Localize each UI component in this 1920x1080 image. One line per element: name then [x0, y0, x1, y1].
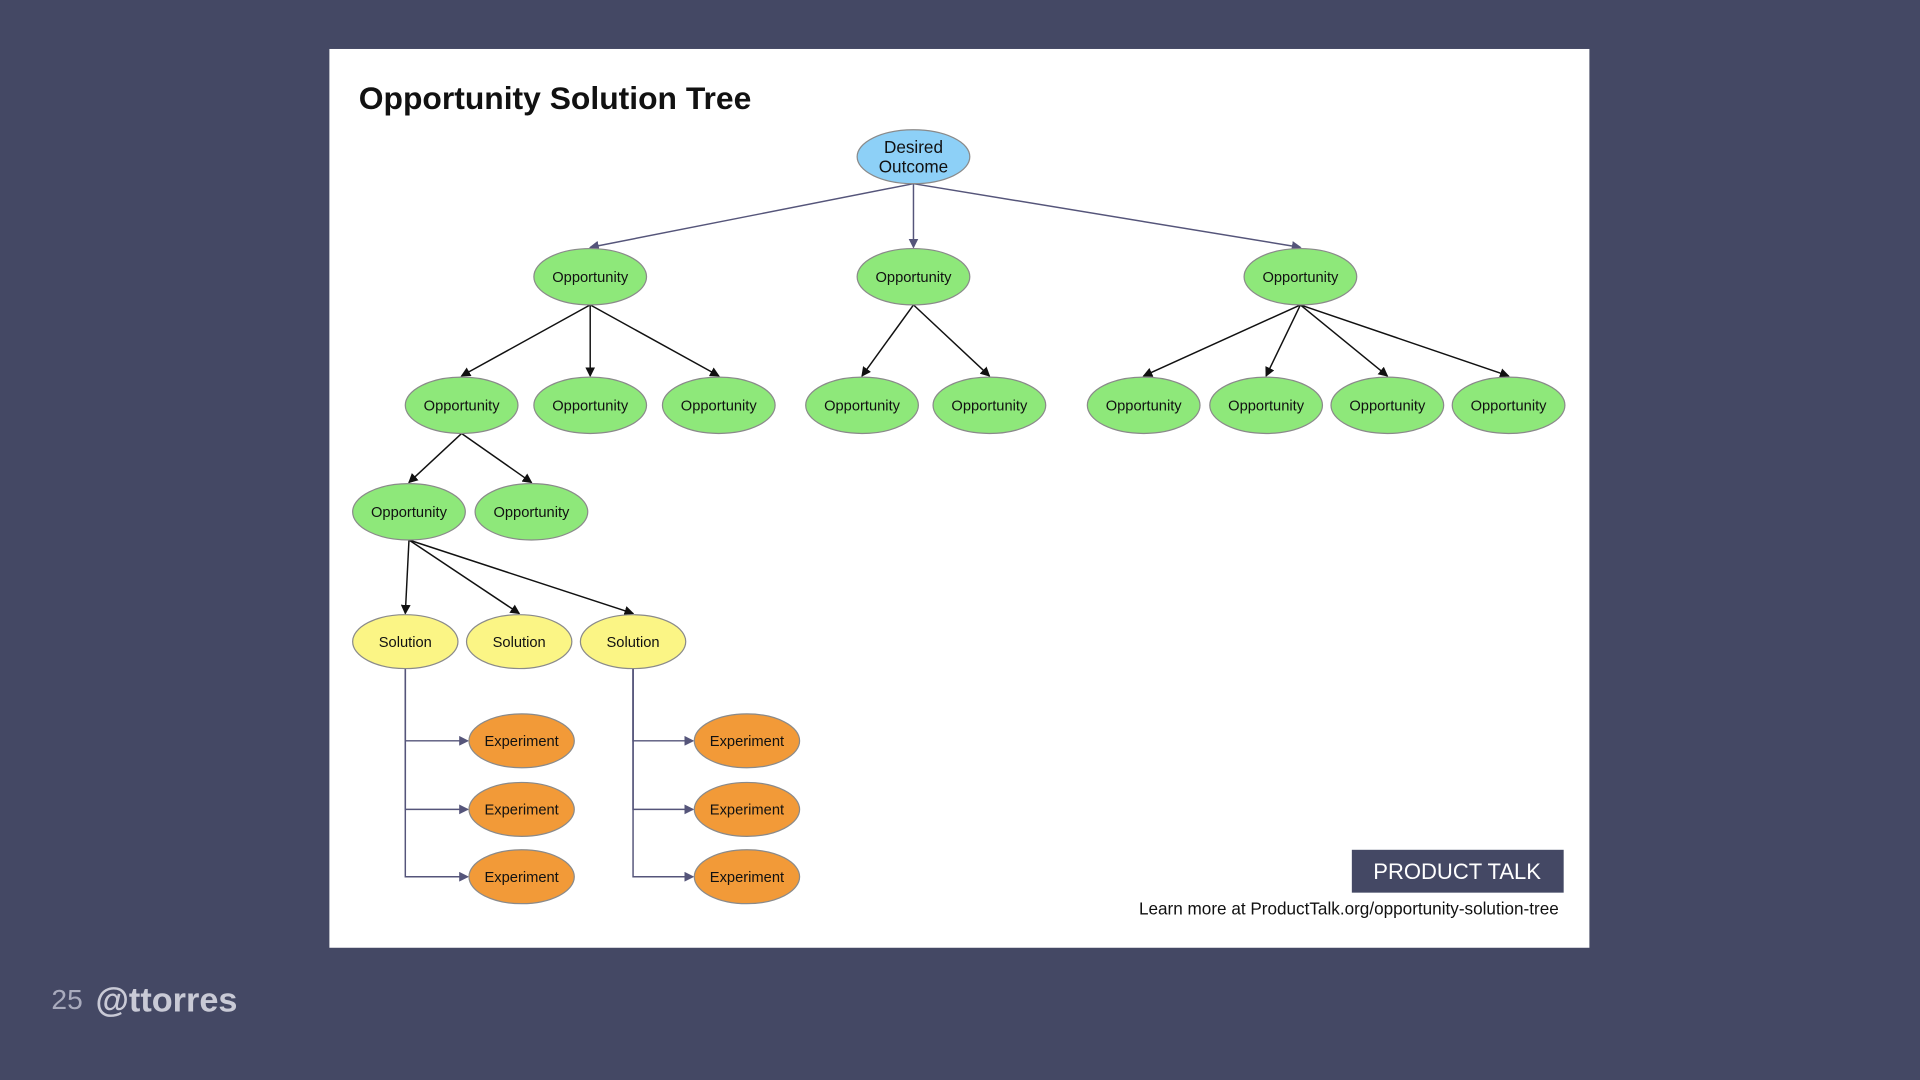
solution-label: Solution [607, 635, 660, 651]
tree-edge [1299, 304, 1389, 377]
opportunity-label: Opportunity [1228, 399, 1305, 415]
opportunity-node[interactable]: Opportunity [1086, 376, 1201, 435]
tree-edge [461, 432, 533, 484]
solution-node[interactable]: Solution [352, 614, 459, 670]
opportunity-ellipse [1209, 376, 1324, 435]
tree-edge [408, 539, 635, 616]
opportunity-ellipse [474, 483, 589, 541]
experiment-label: Experiment [484, 803, 558, 819]
experiment-ellipse [693, 849, 801, 905]
opportunity-node[interactable]: Opportunity [352, 483, 466, 541]
tree-edge [589, 182, 914, 251]
tree-edge [589, 304, 720, 377]
experiment-label: Experiment [484, 870, 558, 886]
tree-edge [632, 668, 695, 882]
opportunity-label: Opportunity [681, 399, 758, 415]
opportunity-node[interactable]: Opportunity [805, 376, 919, 435]
opportunity-node[interactable]: Opportunity [1330, 376, 1445, 435]
tree-edge [1265, 304, 1302, 378]
tree-edge [400, 539, 411, 615]
solution-node[interactable]: Solution [579, 614, 687, 670]
solution-ellipse [465, 614, 573, 670]
tree-edges [400, 182, 1510, 882]
opportunity-ellipse [1451, 376, 1566, 435]
opportunity-node[interactable]: Opportunity [404, 376, 519, 435]
experiment-label: Experiment [710, 734, 784, 750]
diagram-title: Opportunity Solution Tree [359, 80, 752, 116]
experiment-label: Experiment [484, 734, 558, 750]
opportunity-node[interactable]: Opportunity [1451, 376, 1566, 435]
tree-edge [408, 432, 463, 484]
opportunity-ellipse [1086, 376, 1201, 435]
experiment-ellipse [468, 781, 575, 837]
experiment-ellipse [693, 713, 801, 769]
experiment-node[interactable]: Experiment [693, 781, 801, 837]
opportunity-label: Opportunity [824, 399, 901, 415]
learn-more-link[interactable]: Learn more at ProductTalk.org/opportunit… [1139, 899, 1559, 919]
tree-edge [1300, 304, 1510, 378]
tree-edge [408, 539, 521, 615]
opportunity-ellipse [932, 376, 1047, 435]
outcome-ellipse [856, 129, 971, 185]
tree-edge [913, 182, 1302, 251]
product-talk-badge-text: PRODUCT TALK [1373, 859, 1541, 884]
author-handle: @ttorres [96, 981, 238, 1019]
opportunity-node[interactable]: Opportunity [474, 483, 589, 541]
opportunity-ellipse [805, 376, 919, 435]
opportunity-ellipse [1330, 376, 1445, 435]
opportunity-node[interactable]: Opportunity [533, 376, 648, 435]
opportunity-node[interactable]: Opportunity [661, 376, 776, 435]
tree-edge [1142, 304, 1301, 377]
opportunity-label: Opportunity [371, 505, 448, 521]
opportunity-ellipse [404, 376, 519, 435]
solution-label: Solution [493, 635, 546, 651]
opportunity-node[interactable]: Opportunity [856, 247, 971, 306]
experiment-ellipse [468, 849, 575, 905]
tree-edge [861, 304, 915, 377]
experiment-node[interactable]: Experiment [693, 849, 801, 905]
experiment-node[interactable]: Experiment [468, 713, 575, 769]
tree-edge [460, 304, 591, 377]
opportunity-ellipse [856, 247, 971, 306]
opportunity-ellipse [533, 247, 648, 306]
experiment-label: Experiment [710, 870, 784, 886]
experiment-node[interactable]: Experiment [468, 781, 575, 837]
experiment-node[interactable]: Experiment [468, 849, 575, 905]
opportunity-node[interactable]: Opportunity [932, 376, 1047, 435]
solution-label: Solution [379, 635, 432, 651]
opportunity-ellipse [533, 376, 648, 435]
opportunity-label: Opportunity [951, 399, 1028, 415]
opportunity-ellipse [1243, 247, 1358, 306]
opportunity-label: Opportunity [1262, 270, 1339, 286]
opportunity-label: Opportunity [493, 505, 570, 521]
experiment-ellipse [693, 781, 801, 837]
experiment-label: Experiment [710, 803, 784, 819]
opportunity-label: Opportunity [552, 270, 629, 286]
opportunity-label: Opportunity [552, 399, 629, 415]
opportunity-node[interactable]: Opportunity [1243, 247, 1358, 306]
opportunity-label: Opportunity [1349, 399, 1426, 415]
solution-ellipse [579, 614, 687, 670]
experiment-node[interactable]: Experiment [693, 713, 801, 769]
page-number: 25 [51, 984, 82, 1015]
outcome-label: Outcome [879, 157, 948, 177]
opportunity-label: Opportunity [1471, 399, 1548, 415]
solution-ellipse [352, 614, 459, 670]
tree-edge [404, 668, 469, 882]
opportunity-ellipse [352, 483, 466, 541]
outcome-label: Desired [884, 137, 943, 157]
solution-node[interactable]: Solution [465, 614, 573, 670]
opportunity-label: Opportunity [1106, 399, 1183, 415]
opportunity-node[interactable]: Opportunity [533, 247, 648, 306]
experiment-ellipse [468, 713, 575, 769]
opportunity-label: Opportunity [424, 399, 501, 415]
tree-edge [912, 304, 991, 377]
product-talk-badge [1351, 849, 1564, 893]
opportunity-label: Opportunity [876, 270, 953, 286]
opportunity-node[interactable]: Opportunity [1209, 376, 1324, 435]
opportunity-ellipse [661, 376, 776, 435]
